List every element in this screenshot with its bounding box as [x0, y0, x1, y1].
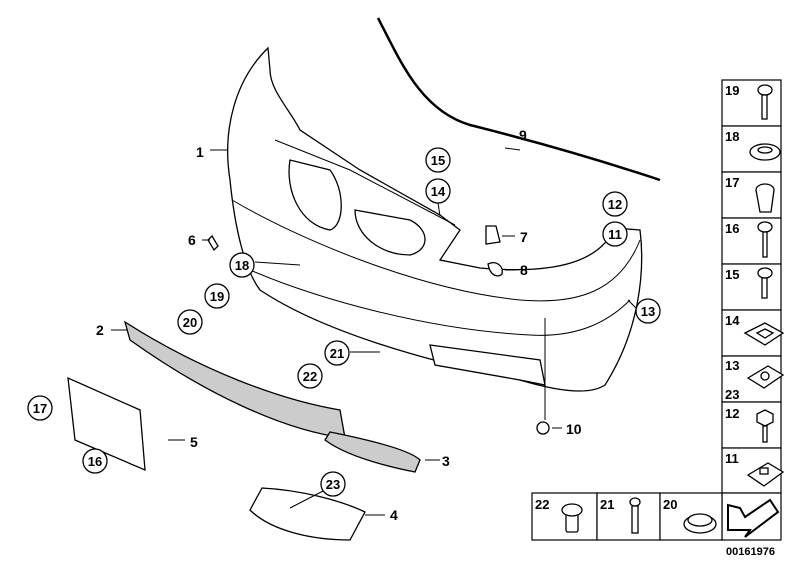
svg-text:15: 15: [431, 153, 445, 168]
svg-text:14: 14: [431, 184, 446, 199]
callout-23: 23: [320, 471, 346, 497]
washer-icon: [749, 143, 781, 161]
callout-20: 20: [177, 309, 203, 335]
legend-17: 17: [725, 175, 739, 190]
legend-23: 23: [725, 387, 739, 402]
callout-10: 10: [566, 421, 582, 437]
svg-text:11: 11: [608, 227, 622, 242]
rivet-nut-icon: [561, 503, 583, 533]
side-grille-part-3[interactable]: [324, 431, 421, 473]
legend-19: 19: [725, 83, 739, 98]
svg-text:20: 20: [183, 315, 197, 330]
svg-text:23: 23: [326, 477, 340, 492]
callout-14: 14: [425, 178, 451, 204]
arrow-icon: [727, 498, 780, 538]
callout-9: 9: [519, 127, 527, 143]
callout-15: 15: [425, 147, 451, 173]
callout-12: 12: [602, 191, 628, 217]
svg-text:13: 13: [641, 304, 655, 319]
part-8[interactable]: [487, 262, 503, 277]
callout-6: 6: [188, 232, 196, 248]
plug-icon: [683, 513, 717, 534]
wire-part-9[interactable]: [376, 17, 661, 182]
clip-nut-icon: [743, 322, 785, 487]
legend-bottom-row: 22 21 20: [531, 492, 723, 541]
legend-15: 15: [725, 267, 739, 282]
circled-callouts: 15 14 12 11 13 18 19 20 21 22 17 16 23: [27, 147, 661, 497]
trim-part-4[interactable]: [249, 487, 366, 541]
legend-21: 21: [600, 497, 614, 512]
callout-21: 21: [324, 340, 350, 366]
legend-18: 18: [725, 129, 739, 144]
legend-16: 16: [725, 221, 739, 236]
callout-18: 18: [229, 252, 255, 278]
svg-text:18: 18: [235, 258, 249, 273]
svg-text:12: 12: [608, 197, 622, 212]
svg-text:22: 22: [303, 369, 317, 384]
svg-text:19: 19: [210, 289, 224, 304]
legend-11: 11: [725, 451, 739, 466]
callout-17: 17: [27, 395, 53, 421]
callout-13: 13: [635, 298, 661, 324]
part-7[interactable]: [485, 225, 501, 245]
callout-8: 8: [520, 262, 528, 278]
diagram-code: 00161976: [726, 546, 775, 558]
callout-19: 19: [204, 283, 230, 309]
callout-1: 1: [196, 144, 204, 160]
svg-text:21: 21: [330, 346, 344, 361]
legend-right-column: 19 18 17 16 15 14 13 23 12 11: [721, 79, 785, 541]
legend-12: 12: [725, 406, 739, 421]
legend-13: 13: [725, 358, 739, 373]
screw-icon: [755, 84, 775, 443]
bumper-cover[interactable]: [227, 46, 643, 392]
part-6[interactable]: [207, 234, 219, 252]
license-plate-base-part-5[interactable]: [67, 376, 146, 472]
callout-5: 5: [190, 434, 198, 450]
callout-11: 11: [602, 221, 628, 247]
part-10[interactable]: [536, 421, 550, 435]
svg-text:16: 16: [88, 454, 102, 469]
callout-3: 3: [442, 453, 450, 469]
callout-4: 4: [390, 507, 398, 523]
legend-14: 14: [725, 313, 740, 328]
callout-22: 22: [297, 363, 323, 389]
callout-2: 2: [96, 322, 104, 338]
svg-text:17: 17: [33, 401, 47, 416]
bolt-icon: [629, 497, 641, 534]
callout-16: 16: [82, 448, 108, 474]
callout-7: 7: [520, 229, 528, 245]
legend-20: 20: [663, 497, 677, 512]
legend-22: 22: [535, 497, 549, 512]
